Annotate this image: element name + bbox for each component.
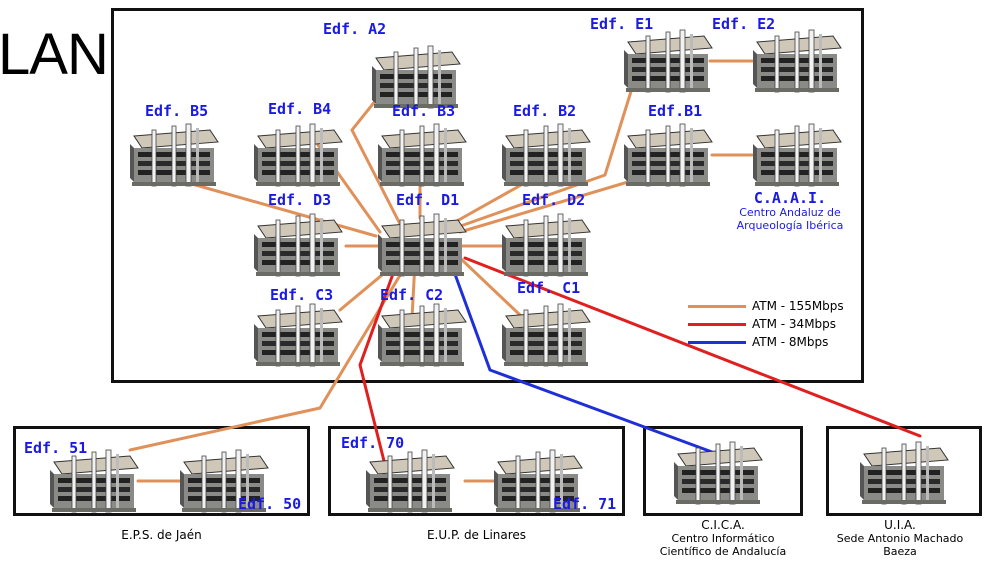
legend-label-155: ATM - 155Mbps: [752, 299, 844, 313]
legend-label-8: ATM - 8Mbps: [752, 335, 829, 349]
building-icon-uia: [859, 441, 949, 505]
label-d2: Edf. D2: [522, 191, 586, 209]
links-34: [358, 256, 922, 467]
building-icon-cica: [673, 441, 763, 505]
building-icon-c1: [501, 303, 591, 367]
building-icon-c2: [377, 303, 467, 367]
legend-swatch-155: [688, 304, 746, 308]
link-d1-e1: [453, 83, 635, 230]
label-b4: Edf. B4: [268, 100, 332, 118]
link-d1-eup: [358, 258, 400, 467]
building-icon-b1: [623, 123, 713, 187]
cica-name: C.I.C.A.: [701, 518, 745, 532]
building-icon-caai: [752, 123, 842, 187]
uia-line1: Sede Antonio Machado: [836, 532, 964, 545]
legend-swatch-8: [688, 340, 746, 344]
link-d1-b5: [176, 178, 378, 238]
eps-frame: [13, 426, 310, 516]
uia-name: U.I.A.: [884, 518, 916, 532]
label-a2: Edf. A2: [323, 20, 387, 38]
eup-frame: [328, 426, 625, 516]
building-icon-b3: [377, 123, 467, 187]
cica-line2: Científico de Andalucía: [659, 545, 787, 558]
label-c2: Edf. C2: [380, 286, 444, 304]
building-icon-d1: [377, 213, 467, 277]
label-b3: Edf. B3: [392, 102, 456, 120]
building-icon-d3: [253, 213, 343, 277]
label-71: Edf. 71: [553, 495, 617, 513]
building-icon-b5: [129, 123, 219, 187]
label-c3: Edf. C3: [270, 286, 334, 304]
cica-frame: [643, 426, 803, 516]
uia-line2: Baeza: [883, 545, 917, 558]
building-icon-51: [49, 449, 139, 513]
page-title: LAN: [0, 22, 109, 87]
link-d1-uia: [463, 256, 922, 438]
uia-frame: [826, 426, 982, 516]
label-e1: Edf. E1: [590, 15, 654, 33]
legend-swatch-34: [688, 322, 746, 326]
links-8: [450, 264, 714, 454]
label-b1: Edf.B1: [648, 102, 703, 120]
building-icon-b4: [253, 123, 343, 187]
building-icon-e1: [623, 29, 713, 93]
label-d3: Edf. D3: [268, 191, 332, 209]
legend-item-8: ATM - 8Mbps: [688, 335, 828, 349]
legend-item-155: ATM - 155Mbps: [688, 299, 844, 313]
label-51: Edf. 51: [24, 439, 88, 457]
caai-line2: Arqueología Ibérica: [736, 219, 844, 232]
caption-eps: E.P.S. de Jaén: [121, 528, 202, 542]
link-d1-c1: [458, 256, 522, 317]
building-icon-a2: [371, 45, 461, 109]
caption-cica: C.I.C.A. Centro Informático Científico d…: [633, 518, 813, 559]
link-d1-b2: [446, 178, 532, 228]
label-e2: Edf. E2: [712, 15, 776, 33]
label-b2: Edf. B2: [513, 102, 577, 120]
building-icon-70: [365, 449, 455, 513]
building-icon-b2: [501, 123, 591, 187]
caai-line1: Centro Andaluz de: [739, 206, 841, 219]
label-70: Edf. 70: [341, 434, 405, 452]
caption-eup: E.U.P. de Linares: [426, 528, 527, 542]
label-c1: Edf. C1: [517, 279, 581, 297]
legend-item-34: ATM - 34Mbps: [688, 317, 836, 331]
label-b5: Edf. B5: [145, 102, 209, 120]
caai-name: C.A.A.I.: [753, 189, 827, 207]
building-icon-d2: [501, 213, 591, 277]
link-d1-cica: [450, 264, 714, 454]
building-icon-c3: [253, 303, 343, 367]
campus-frame: [111, 8, 864, 383]
legend-label-34: ATM - 34Mbps: [752, 317, 837, 331]
cica-line1: Centro Informático: [671, 532, 775, 545]
caai-caption: C.A.A.I. Centro Andaluz de Arqueología I…: [715, 190, 865, 232]
caption-uia: U.I.A. Sede Antonio Machado Baeza: [816, 518, 984, 559]
label-50: Edf. 50: [238, 495, 302, 513]
label-d1: Edf. D1: [396, 191, 460, 209]
building-icon-e2: [752, 29, 842, 93]
